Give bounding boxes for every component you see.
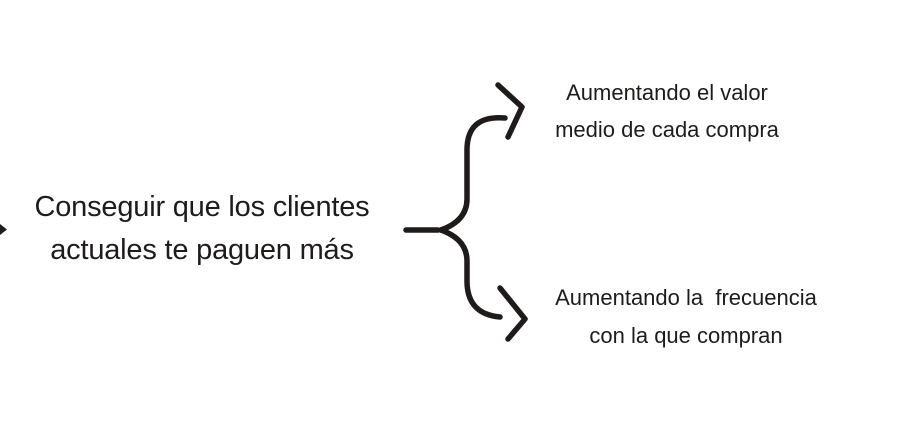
- node-main[interactable]: Conseguir que los clientes actuales te p…: [34, 191, 370, 266]
- node-branch-increase-purchase-frequency[interactable]: Aumentando la frecuencia con la que comp…: [555, 285, 817, 348]
- node-branch-increase-purchase-value[interactable]: Aumentando el valor medio de cada compra: [555, 80, 779, 142]
- branch-curve-top: [438, 115, 508, 233]
- arrow-top-icon: [495, 82, 525, 140]
- branch-curve-bottom: [438, 227, 503, 320]
- incoming-arrow-icon: [0, 224, 7, 235]
- arrow-bottom-icon: [497, 285, 528, 342]
